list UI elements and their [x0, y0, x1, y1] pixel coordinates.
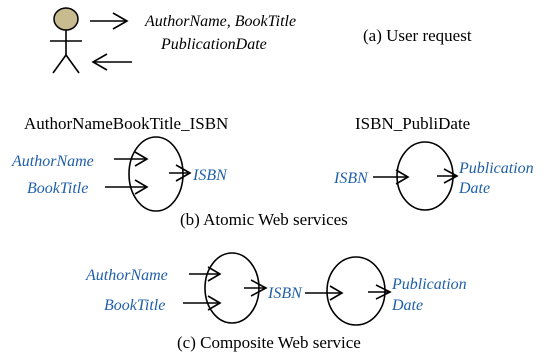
user-left-leg: [52, 54, 67, 74]
service1-name: AuthorNameBookTitle_ISBN: [24, 114, 228, 133]
service1-input2-label: BookTitle: [27, 180, 88, 197]
service1-output-label: ISBN: [192, 167, 228, 184]
caption-a: (a) User request: [363, 26, 472, 45]
composite-output-label-line2: Date: [391, 297, 423, 314]
composite-input2-label: BookTitle: [104, 297, 165, 314]
user-right-leg: [65, 54, 80, 74]
request-inputs-line2: PublicationDate: [160, 36, 267, 53]
service2-output-label-line2: Date: [458, 180, 490, 197]
composite-input2-arrow: [183, 295, 222, 311]
service2-input-label: ISBN: [333, 170, 369, 187]
composite-input1-label: AuthorName: [85, 267, 168, 284]
composite-ellipse-2: [326, 256, 386, 326]
service1-input2-arrow: [105, 179, 149, 195]
service1-ellipse: [128, 136, 184, 212]
caption-b: (b) Atomic Web services: [180, 210, 348, 229]
user-head: [53, 7, 79, 31]
composite-intermediate-label: ISBN: [267, 285, 303, 302]
service1-input1-arrow: [114, 151, 149, 167]
service2-name: ISBN_PubliDate: [355, 114, 470, 133]
request-arrow-out: [90, 12, 129, 30]
composite-input1-arrow: [189, 266, 222, 282]
composite-link1-arrow: [244, 279, 268, 297]
user-figure: [50, 7, 82, 74]
response-arrow-in: [91, 53, 132, 71]
composite-link2-arrow: [305, 285, 344, 301]
service2-output-label-line1: Publication: [458, 160, 534, 177]
composite-output-arrow: [368, 284, 392, 300]
service2-input-arrow: [373, 169, 410, 185]
service2-output-arrow: [437, 168, 459, 184]
request-inputs-line1: AuthorName, BookTitle: [144, 13, 296, 30]
service1-input1-label: AuthorName: [11, 153, 94, 170]
composite-output-label-line1: Publication: [391, 276, 467, 293]
service1-output-arrow: [169, 164, 192, 182]
caption-c: (c) Composite Web service: [177, 333, 361, 352]
